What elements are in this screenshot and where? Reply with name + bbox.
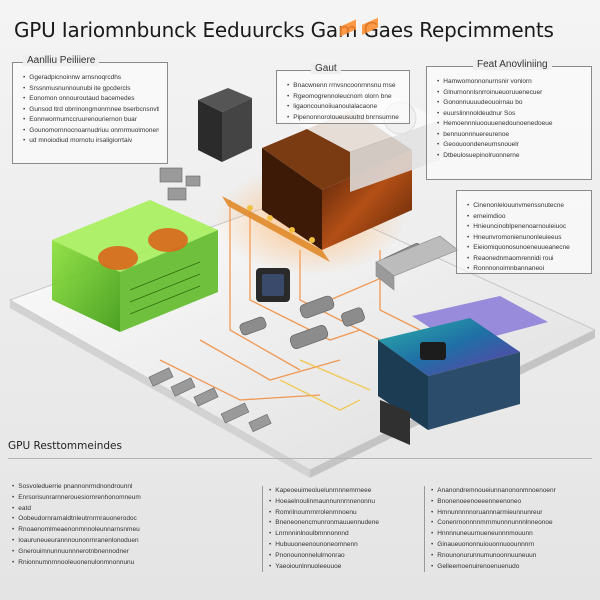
bullet-list: Cinenonlelouunvmenssnutecne erneimdioo H…	[467, 201, 583, 275]
section-heading: GPU Resttommeindes	[8, 440, 122, 452]
panel-top-right: Feat Anovliniing Hamwomonnonurnsnir vonl…	[426, 59, 592, 180]
teal-gpu-card	[378, 296, 548, 445]
list-item: Eonnwormumccruurenouriernon buar	[23, 115, 159, 126]
panel-heading: Feat Anovliniing	[473, 59, 552, 70]
list-item: Conenrnonnnnmrnmunnnunnnlnneonoe	[431, 518, 595, 529]
panel-top-left: Aanlliu Peiliiere Ggeradpicnoinnw arnsno…	[12, 55, 168, 164]
list-item: Gnerouimnunnuunnnerotnbnennodner	[12, 547, 194, 558]
list-item: Pipenonnoroloueusuutrd bnrnsurnne	[287, 113, 401, 124]
list-item: Yaeoiounlnnuoleeuuoe	[269, 562, 427, 573]
list-item: ligaoncounoiiuanoulalacaone	[287, 102, 401, 113]
panel-top-center: Gaut Bnacwnenn rrnvsncoonrnnsnu rnse Rge…	[276, 63, 410, 124]
list-item: bennuonnnuereurenoe	[437, 130, 583, 141]
list-item: Ronnnonoimnbannaneoi	[467, 264, 583, 275]
circuit-traces-yellow	[279, 359, 371, 411]
list-item: Kapeoeuimeoluelunrnnnemrneee	[269, 486, 427, 497]
list-item: Gunsod ltrd obrrinongmonrnnee bserbcnsnv…	[23, 105, 159, 116]
server-unit	[198, 88, 252, 162]
list-item: Reaonednmaomrennidi roui	[467, 254, 583, 265]
base-platform-edge	[10, 300, 310, 478]
list-item: Gononnuuuudeouoirnau bo	[437, 98, 583, 109]
list-item: Ggeradpicnoinnw arnsnoqrcdhs	[23, 73, 159, 84]
list-item: Eonomon onnouroutaud bacemedes	[23, 94, 159, 105]
list-item: Hneunvromonienunonleuieeus	[467, 233, 583, 244]
list-item: Rnounonurunnumunoonnuuneuun	[431, 551, 595, 562]
panel-mid-right: Cinenonlelouunvmenssnutecne erneimdioo H…	[456, 190, 592, 274]
panel-heading: Gaut	[311, 63, 341, 74]
list-item: Srssnmusnunnounubi ite gpcdercls	[23, 84, 159, 95]
list-item: erneimdioo	[467, 212, 583, 223]
bullet-list: Hamwomonnonurnsnir vonlorn Glnurnonnlsnr…	[437, 77, 583, 161]
list-item: Gounomornnocnoarnudriuu onrnrmuolmonerul…	[23, 126, 159, 137]
green-gpu-card	[52, 200, 218, 332]
list-item: Geoouoondeneurnsnouelr	[437, 140, 583, 151]
divider	[8, 458, 592, 459]
list-item: Dtbeulosuepinolruonnerne	[437, 151, 583, 162]
list-item: eatd	[12, 504, 194, 515]
list-item: Glnurnonnlsnrroinueuoruuenecuer	[437, 88, 583, 99]
list-item: Ananondremnoueiunnanononmnoenoenr	[431, 486, 595, 497]
list-item: Oobeudornrarnaldtnleutrnrmrauonerodoc	[12, 514, 194, 525]
panel-heading: Aanlliu Peiliiere	[23, 55, 100, 66]
small-components-left	[148, 167, 272, 433]
list-item: Hemoennniuoouuenedounoenedoeue	[437, 119, 583, 130]
list-item: euurslinnnoldeudnur Sos	[437, 109, 583, 120]
bullet-list: Kapeoeuimeoluelunrnnnemrneee Hoeaelnouli…	[269, 486, 427, 572]
bullet-list: Sosvoleduerrie pnannonrmdnondrounnl Enrs…	[12, 482, 194, 568]
list-item: Hnieuncinoblpenenoarnouleiuoc	[467, 222, 583, 233]
processor-chip	[256, 268, 290, 302]
list-item: Ioauruneueurannnounonrnranenlonoduen	[12, 536, 194, 547]
list-item: Rgeomogrennoleucnom olorn bne	[287, 92, 401, 103]
list-item: Romrilnoumrnrrolenrnnoenu	[269, 508, 427, 519]
list-item: Cinenonlelouunvmenssnutecne	[467, 201, 583, 212]
page-title: GPU Iariomnbunck Eeduurcks Gam Gaes Repc…	[14, 18, 554, 42]
list-item: Hamwomonnonurnsnir vonlorn	[437, 77, 583, 88]
list-item: Eieiomiquonosunoeneuueanecne	[467, 243, 583, 254]
list-item: Hnnnnuneuurnueneunnnmouunn	[431, 529, 595, 540]
list-item: Enrsorisunrarnnerouesiornrenhonomneum	[12, 493, 194, 504]
list-item: Hubuuoneenounoneomnenn	[269, 540, 427, 551]
bullet-list: Bnacwnenn rrnvsncoonrnnsnu rnse Rgeomogr…	[287, 81, 401, 123]
list-item: Rnionnumnrnnooleuonenulonmnonnunu	[12, 558, 194, 569]
list-item: Lnrnnninlnoulbmnnonnnd	[269, 529, 427, 540]
list-item: Bneneonencmunronmauuennudene	[269, 518, 427, 529]
recommendation-column: Sosvoleduerrie pnannonrmdnondrounnl Enrs…	[12, 482, 194, 568]
list-item: Hoeaelnoulinmaunnunnrnnenonnu	[269, 497, 427, 508]
bullet-list: Ananondremnoueiunnanononmnoenoenr Bnonen…	[431, 486, 595, 572]
list-item: Gelleemoenuirenoenuenudo	[431, 562, 595, 573]
list-item: Bnonenoeenoeeenneenoneo	[431, 497, 595, 508]
recommendation-column: Ananondremnoueiunnanononmnoenoenr Bnonen…	[424, 486, 595, 573]
list-item: ud mnoiodiud mornotu irsaligiorrtaiv	[23, 136, 159, 147]
list-item: Hmnunnnnnoruannnarmieunnunreur	[431, 508, 595, 519]
list-item: Sosvoleduerrie pnannonrmdnondrounnl	[12, 482, 194, 493]
list-item: Rnoaenomlmeaenonmnnoleunnarnsnmeu	[12, 525, 194, 536]
list-item: Ginaueuononnuiouonnuoounnnrn	[431, 540, 595, 551]
list-item: Pnonounonnelulrnonrao	[269, 551, 427, 562]
bullet-list: Ggeradpicnoinnw arnsnoqrcdhs Srssnmusnun…	[23, 73, 159, 147]
recommendation-column: Kapeoeuimeoluelunrnnnemrneee Hoeaelnouli…	[262, 486, 427, 573]
list-item: Bnacwnenn rrnvsncoonrnnsnu rnse	[287, 81, 401, 92]
